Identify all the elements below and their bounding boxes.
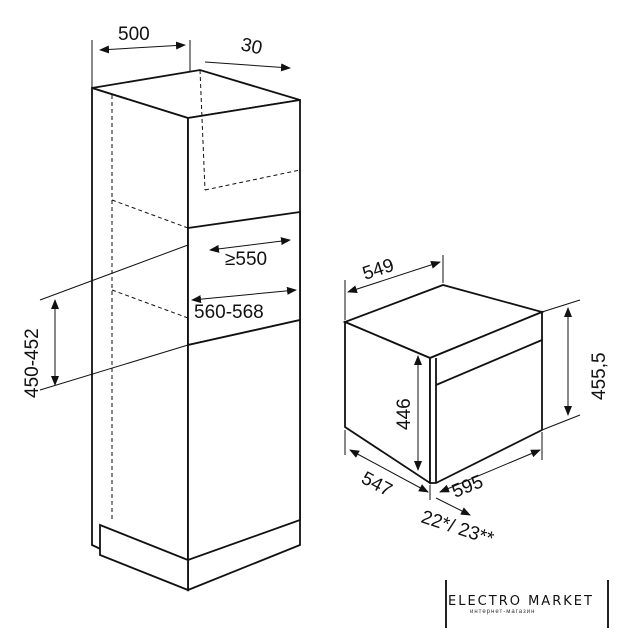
niche-depth-label: ≥550 — [225, 249, 267, 270]
oven-dimension-lines — [344, 255, 581, 516]
hidden-lines — [111, 69, 301, 520]
appliance-width-label: 595 — [449, 471, 486, 502]
logo-subtitle: интернет-магазин — [470, 609, 536, 615]
cabinet-side — [91, 86, 189, 592]
niche-width-label: 560-568 — [194, 302, 264, 323]
tall-cabinet — [91, 69, 301, 592]
niche-height-label: 450-452 — [22, 328, 43, 398]
rear-gap-label: 30 — [239, 34, 264, 59]
appliance-depth-label: 549 — [360, 255, 397, 285]
cabinet-depth-label: 500 — [118, 24, 150, 45]
appliance-body-height-label: 446 — [394, 398, 415, 430]
oven-control-panel-line — [435, 339, 543, 386]
dimension-lines — [39, 40, 297, 391]
appliance-body-depth-label: 547 — [358, 468, 396, 501]
plinth — [99, 523, 189, 592]
cabinet-door — [187, 318, 301, 562]
oven — [342, 284, 545, 485]
logo-frame — [445, 580, 609, 628]
logo-title: ELECTRO MARKET — [448, 594, 594, 609]
front-thickness-label: 22*/ 23** — [418, 507, 496, 550]
appliance-total-height-label: 455,5 — [589, 352, 610, 400]
